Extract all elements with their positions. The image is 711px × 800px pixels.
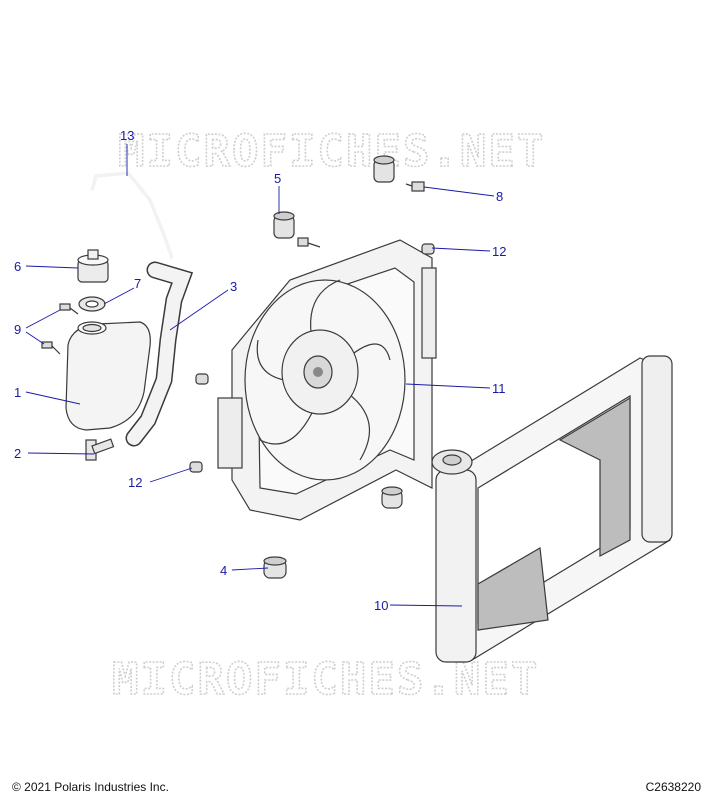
washer [78,296,106,312]
callout-12-top: 12 [492,244,506,259]
callout-1: 1 [14,385,21,400]
grommet-upper [273,211,295,239]
callout-numbers: 13 5 8 12 6 7 3 9 11 1 2 12 4 10 [14,128,506,613]
overflow-hose [90,171,174,259]
copyright-notice: © 2021 Polaris Industries Inc. [12,780,169,794]
callout-7: 7 [134,276,141,291]
callout-11: 11 [492,381,506,396]
callout-9: 9 [14,322,21,337]
grommet-shroud-right [421,243,435,255]
reservoir-cap [77,249,109,283]
cooling-fan [244,279,406,481]
grommet-lower [263,556,287,579]
callout-12-bottom: 12 [128,475,142,490]
watermark-top: MICROFICHES.NET [118,126,545,177]
callout-13: 13 [120,128,134,143]
grommet-shroud-left [189,461,203,473]
callout-2: 2 [14,446,21,461]
grommet-shroud-side [195,373,209,385]
hose-fitting [85,438,115,461]
radiator-hose [125,261,194,447]
screws [41,303,79,355]
callout-8: 8 [496,189,503,204]
callout-3: 3 [230,279,237,294]
grommet-mid [381,486,403,509]
grommet-top-right [373,155,395,183]
callout-6: 6 [14,259,21,274]
callout-4: 4 [220,563,227,578]
bolt-top-right [405,181,425,192]
radiator [431,355,673,663]
leader-lines [25,144,495,607]
watermark-bottom: MICROFICHES.NET [112,654,539,705]
coolant-reservoir [65,321,151,431]
drawing-number: C2638220 [645,780,701,794]
bolt-upper [297,237,321,248]
callout-5: 5 [274,171,281,186]
callout-10: 10 [374,598,388,613]
